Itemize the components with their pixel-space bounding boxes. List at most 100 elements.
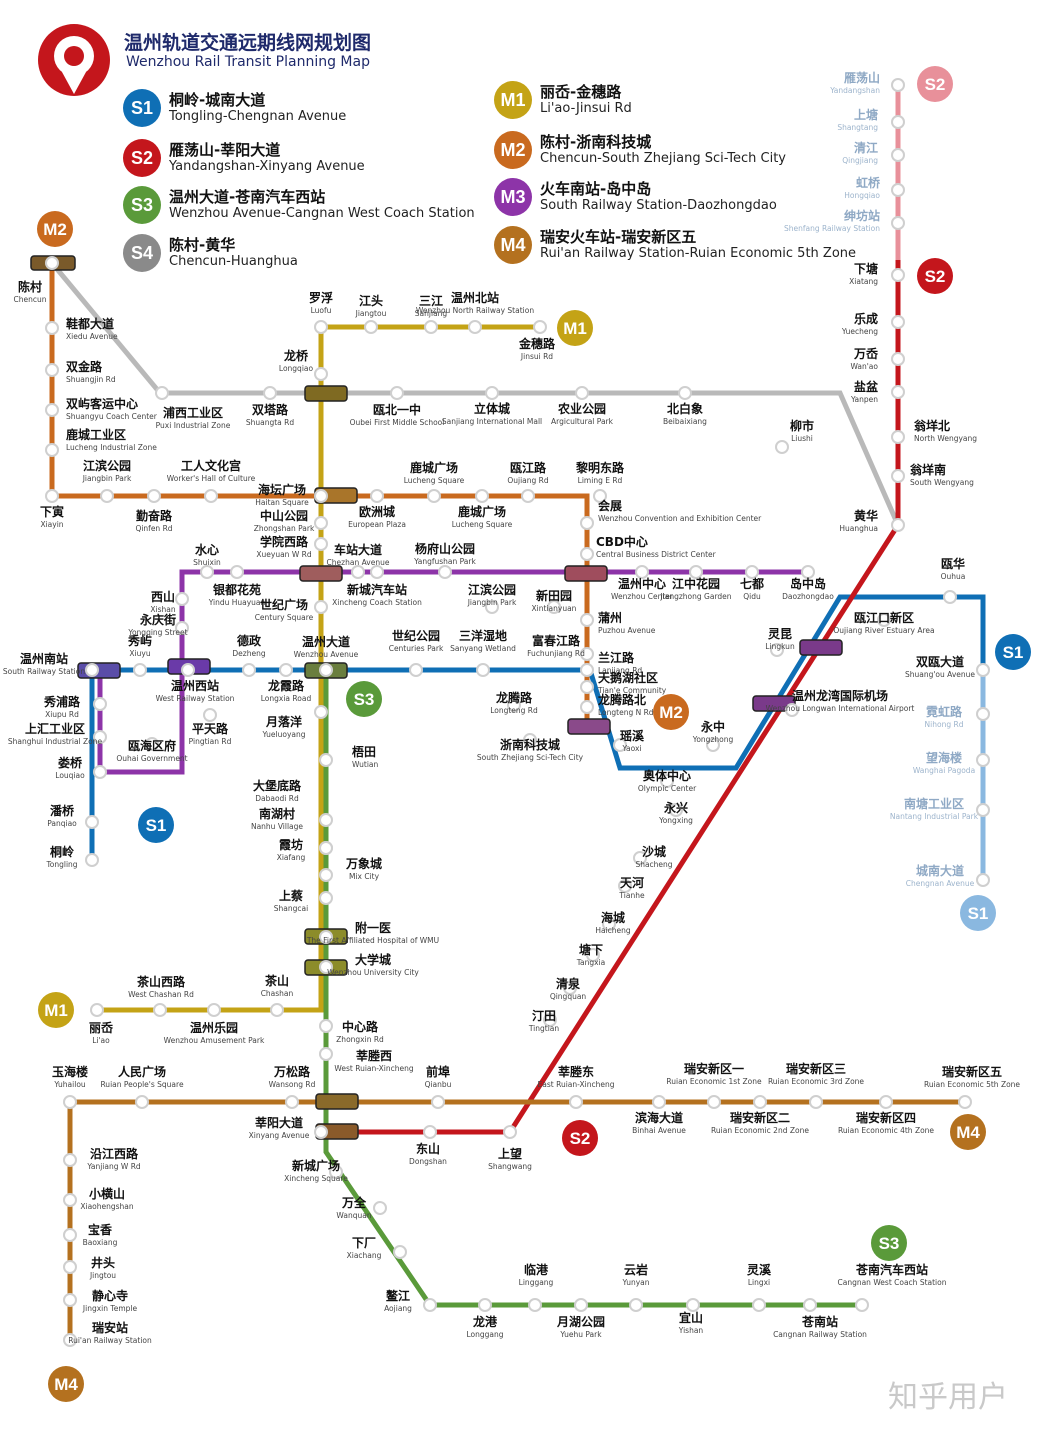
station-dot[interactable]: [45, 403, 59, 417]
station-dot[interactable]: [523, 733, 537, 747]
station-dot[interactable]: [314, 367, 328, 381]
station-dot[interactable]: [503, 1125, 517, 1139]
station-dot[interactable]: [891, 469, 905, 483]
station-dot[interactable]: [175, 621, 189, 635]
station-dot[interactable]: [319, 891, 333, 905]
station-dot[interactable]: [976, 663, 990, 677]
station-dot[interactable]: [753, 1095, 767, 1109]
station-dot[interactable]: [543, 1013, 557, 1027]
station-dot[interactable]: [580, 516, 594, 530]
station-dot[interactable]: [45, 489, 59, 503]
station-dot[interactable]: [314, 1125, 328, 1139]
station-dot[interactable]: [319, 960, 333, 974]
station-dot[interactable]: [528, 1298, 542, 1312]
station-dot[interactable]: [181, 663, 195, 677]
station-dot[interactable]: [314, 705, 328, 719]
station-dot[interactable]: [93, 730, 107, 744]
station-dot[interactable]: [891, 385, 905, 399]
station-dot[interactable]: [424, 320, 438, 334]
station-dot[interactable]: [319, 930, 333, 944]
interchange-wansong[interactable]: [315, 1093, 359, 1110]
station-dot[interactable]: [370, 489, 384, 503]
station-dot[interactable]: [891, 183, 905, 197]
station-dot[interactable]: [270, 1003, 284, 1017]
station-dot[interactable]: [580, 647, 594, 661]
station-dot[interactable]: [580, 680, 594, 694]
station-dot[interactable]: [706, 738, 720, 752]
interchange-chezhan[interactable]: [299, 565, 343, 582]
station-dot[interactable]: [575, 386, 589, 400]
station-dot[interactable]: [707, 1095, 721, 1109]
station-dot[interactable]: [775, 440, 789, 454]
station-dot[interactable]: [891, 115, 905, 129]
station-dot[interactable]: [63, 1260, 77, 1274]
station-dot[interactable]: [90, 1003, 104, 1017]
station-dot[interactable]: [686, 1298, 700, 1312]
station-dot[interactable]: [63, 1095, 77, 1109]
station-dot[interactable]: [877, 613, 891, 627]
station-dot[interactable]: [147, 489, 161, 503]
station-dot[interactable]: [133, 663, 147, 677]
station-dot[interactable]: [468, 320, 482, 334]
station-dot[interactable]: [351, 565, 365, 579]
station-dot[interactable]: [390, 386, 404, 400]
station-dot[interactable]: [314, 489, 328, 503]
station-dot[interactable]: [63, 1228, 77, 1242]
station-dot[interactable]: [809, 1095, 823, 1109]
station-dot[interactable]: [958, 1095, 972, 1109]
station-dot[interactable]: [563, 981, 577, 995]
station-dot[interactable]: [678, 386, 692, 400]
station-dot[interactable]: [586, 948, 600, 962]
station-dot[interactable]: [207, 1003, 221, 1017]
station-dot[interactable]: [891, 352, 905, 366]
station-dot[interactable]: [63, 1293, 77, 1307]
station-dot[interactable]: [635, 565, 649, 579]
station-dot[interactable]: [891, 268, 905, 282]
station-dot[interactable]: [63, 1333, 77, 1347]
station-dot[interactable]: [533, 320, 547, 334]
station-dot[interactable]: [373, 1201, 387, 1215]
